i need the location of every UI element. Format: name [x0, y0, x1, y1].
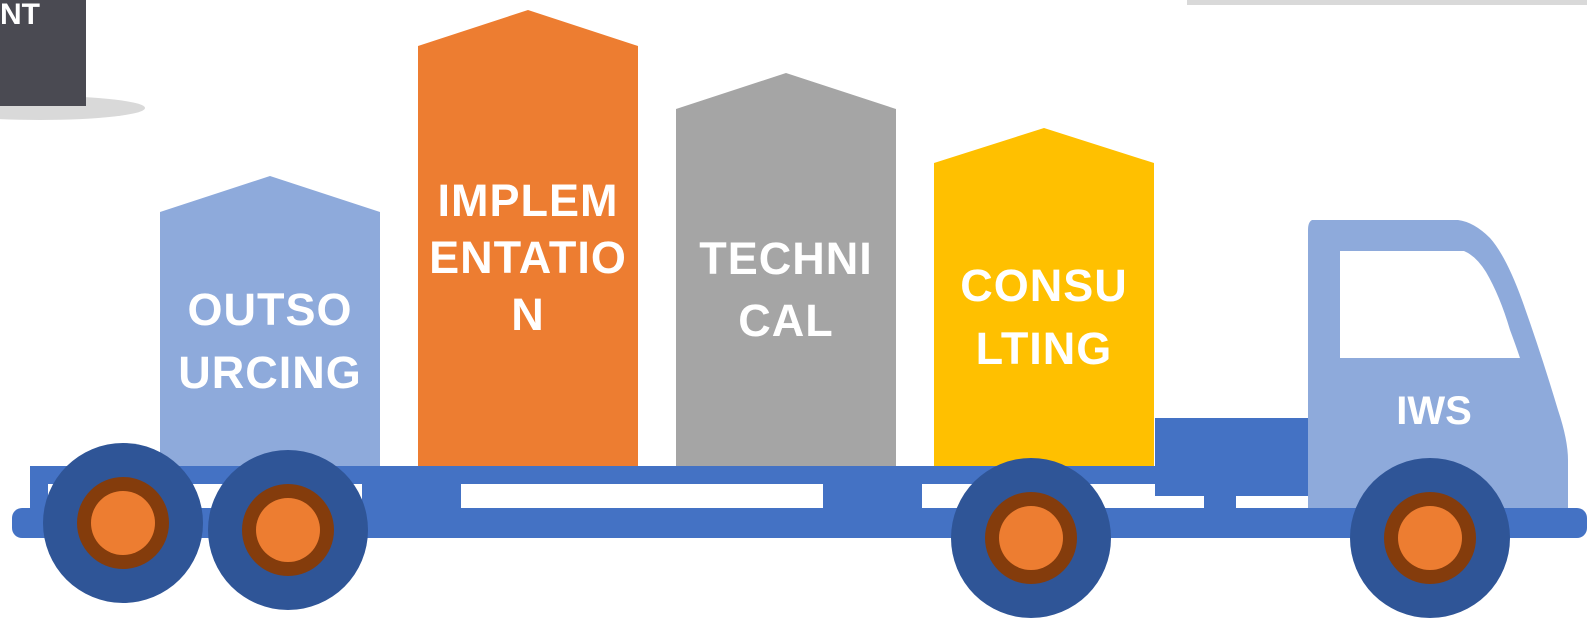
- cargo-block-outsourcing: [160, 176, 380, 466]
- cargo-label-technical-line1: TECHNI: [699, 233, 873, 284]
- cargo-block-implementation: [418, 10, 638, 466]
- cargo-block-consulting: [934, 128, 1154, 466]
- cargo-label-implementation-line1: IMPLEM: [438, 175, 619, 226]
- top-right-divider: [1187, 0, 1587, 5]
- cargo-label-consulting-line2: LTING: [976, 323, 1113, 374]
- corner-box: [0, 0, 86, 106]
- corner-label: NT: [0, 0, 40, 31]
- wheel-rear-2: [208, 450, 368, 610]
- chassis-slot-3: [1236, 496, 1308, 508]
- chassis-slot-1: [461, 484, 823, 508]
- cab-label: IWS: [1396, 389, 1472, 433]
- cargo-label-consulting-line1: CONSU: [960, 260, 1128, 311]
- cab-window: [1340, 251, 1520, 358]
- wheel-rear-1: [43, 443, 203, 603]
- wheel-middle: [951, 458, 1111, 618]
- cargo-label-implementation-line2: ENTATIO: [429, 232, 627, 283]
- cargo-label-technical-line2: CAL: [738, 295, 833, 346]
- wheel-front: [1350, 458, 1510, 618]
- cargo-label-implementation-line3: N: [511, 289, 545, 340]
- cargo-label-outsourcing-line1: OUTSO: [187, 284, 352, 335]
- cargo-label-outsourcing-line2: URCING: [178, 347, 362, 398]
- cargo-block-technical: [676, 73, 896, 466]
